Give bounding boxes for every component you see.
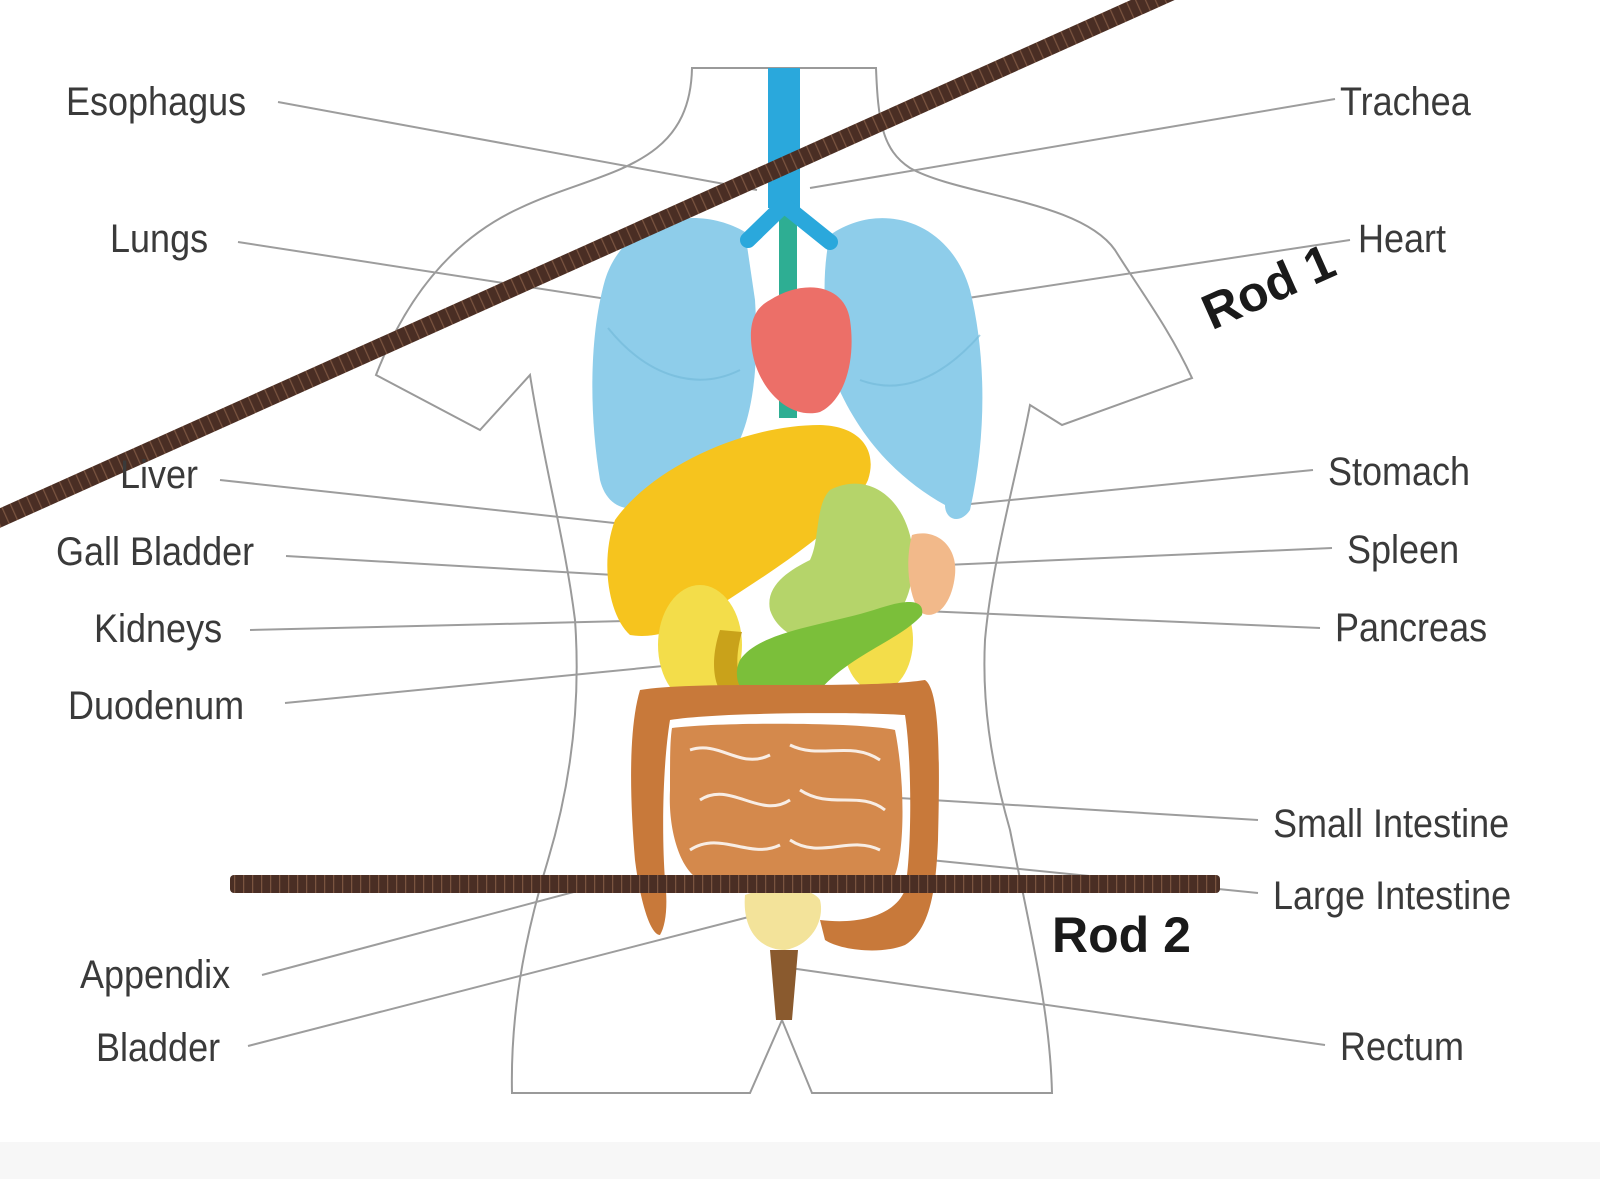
leader-stomach [959, 469, 1314, 506]
right-lung [824, 218, 983, 520]
leader-liver [219, 479, 661, 529]
leader-pancreas [899, 609, 1321, 629]
stomach-organ [769, 483, 914, 644]
leader-bladder [247, 911, 769, 1047]
leader-rectum [789, 967, 1326, 1046]
label-heart: Heart [1358, 217, 1447, 261]
label-duodenum: Duodenum [68, 684, 245, 728]
label-stomach: Stomach [1328, 450, 1471, 494]
leader-esophagus [277, 101, 758, 191]
rod-2 [230, 875, 1220, 893]
left-lung [592, 217, 757, 509]
leader-appendix [261, 884, 601, 976]
liver-organ [607, 425, 871, 636]
leader-duodenum [284, 659, 726, 704]
heart-organ [750, 287, 852, 414]
label-gall-bladder: Gall Bladder [56, 530, 255, 574]
leader-trachea [809, 98, 1336, 189]
rod-2-label: Rod 2 [1052, 907, 1191, 963]
bladder-organ [744, 888, 822, 950]
large-intestine-organ [631, 680, 939, 951]
trachea-tube [768, 68, 800, 208]
label-small-intestine: Small Intestine [1273, 802, 1510, 846]
label-appendix: Appendix [80, 953, 231, 997]
label-kidneys: Kidneys [94, 607, 223, 651]
label-esophagus: Esophagus [66, 80, 247, 124]
leader-lines [219, 98, 1351, 1047]
label-rectum: Rectum [1340, 1025, 1465, 1069]
label-liver: Liver [120, 453, 199, 497]
label-bladder: Bladder [96, 1026, 221, 1070]
label-lungs: Lungs [110, 217, 209, 261]
label-pancreas: Pancreas [1335, 606, 1488, 650]
leader-spleen [944, 547, 1333, 566]
intestine-folds [689, 743, 886, 852]
label-spleen: Spleen [1347, 528, 1460, 572]
spleen-organ [908, 533, 956, 615]
label-trachea: Trachea [1340, 80, 1471, 124]
pancreas-organ [736, 602, 923, 705]
leader-kidneys [249, 619, 669, 631]
label-large-intestine: Large Intestine [1273, 874, 1512, 918]
bronchi [740, 197, 838, 250]
bottom-strip [0, 1142, 1600, 1179]
rectum-organ [770, 950, 798, 1020]
torso-figure [0, 0, 1408, 1094]
rod-1 [0, 0, 1408, 529]
